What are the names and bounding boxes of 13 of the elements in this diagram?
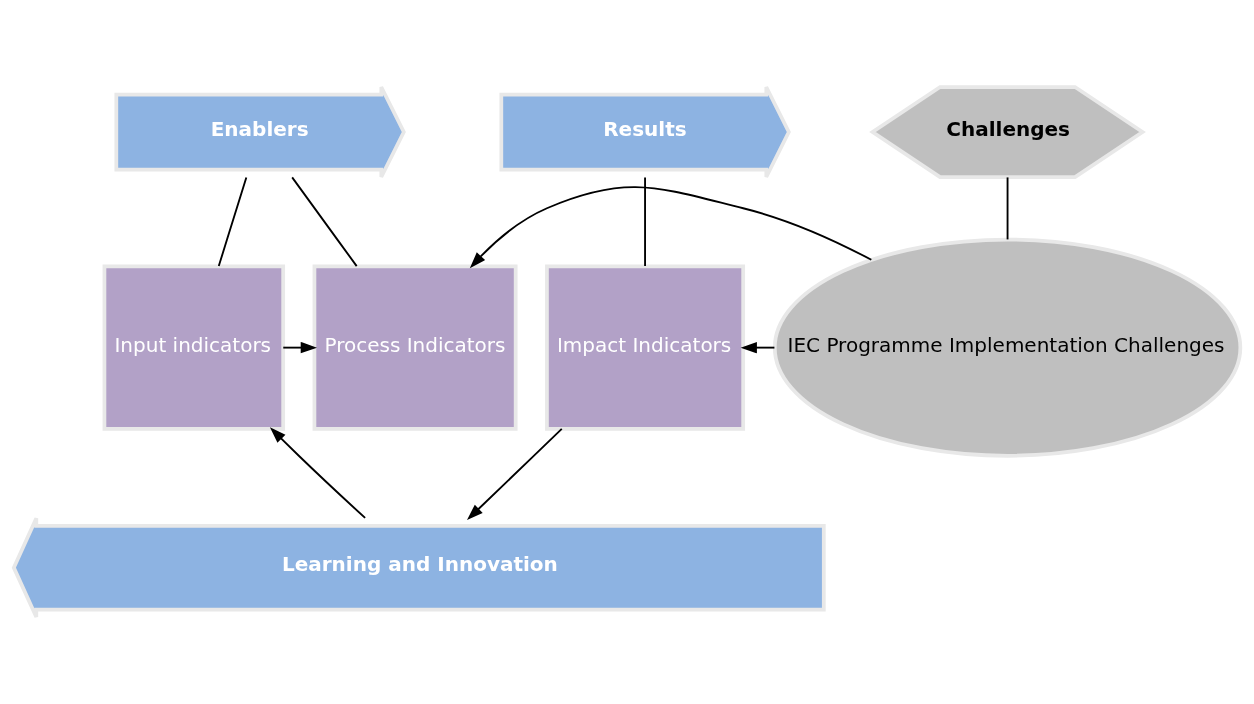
arrow <box>469 186 873 269</box>
arrow <box>269 427 367 519</box>
node-box: Input indicators <box>102 264 286 431</box>
node-box: Impact Indicators <box>545 264 746 431</box>
arrow <box>467 428 563 521</box>
connector <box>217 176 248 268</box>
node-ellipse: IEC Programme Implementation Challenges <box>772 237 1243 458</box>
arrow <box>282 341 317 354</box>
connector <box>1006 176 1009 241</box>
connector <box>291 176 358 268</box>
connector <box>644 176 646 268</box>
node-box: Process Indicators <box>312 264 518 431</box>
arrow <box>740 341 776 354</box>
